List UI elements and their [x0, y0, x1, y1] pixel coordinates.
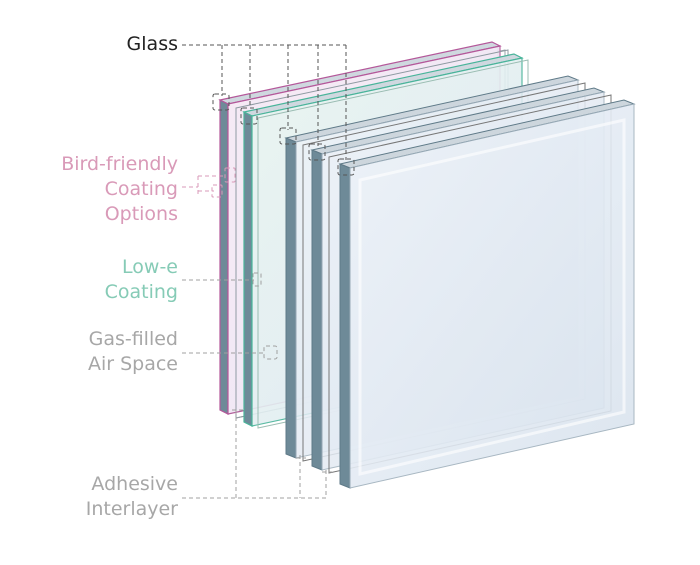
pane-front-3 — [338, 99, 636, 489]
label-glass-line1: Glass — [126, 33, 178, 55]
gas-leader — [182, 345, 278, 360]
label-bird-line1: Bird-friendly — [61, 153, 178, 175]
label-gas-line1: Gas-filled — [88, 328, 178, 350]
label-gas-line2: Air Space — [87, 353, 178, 375]
label-bird-line2: Coating — [104, 178, 178, 200]
low-e-leader — [182, 272, 262, 287]
adhesive-leader — [182, 409, 332, 499]
label-adhesive: Adhesive Interlayer — [30, 472, 178, 522]
label-glass: Glass — [60, 32, 178, 57]
glass-leader — [182, 44, 355, 176]
label-low-e: Low-e Coating — [40, 255, 178, 305]
bird-friendly-leader — [182, 167, 236, 198]
label-adhesive-line2: Interlayer — [85, 498, 178, 520]
label-bird-friendly: Bird-friendly Coating Options — [20, 152, 178, 227]
pane-group-front — [284, 75, 636, 489]
label-lowe-line2: Coating — [104, 281, 178, 303]
label-lowe-line1: Low-e — [122, 256, 178, 278]
label-bird-line3: Options — [104, 203, 178, 225]
label-gas-filled: Gas-filled Air Space — [30, 327, 178, 377]
label-adhesive-line1: Adhesive — [91, 473, 178, 495]
leader-lines — [182, 44, 355, 499]
